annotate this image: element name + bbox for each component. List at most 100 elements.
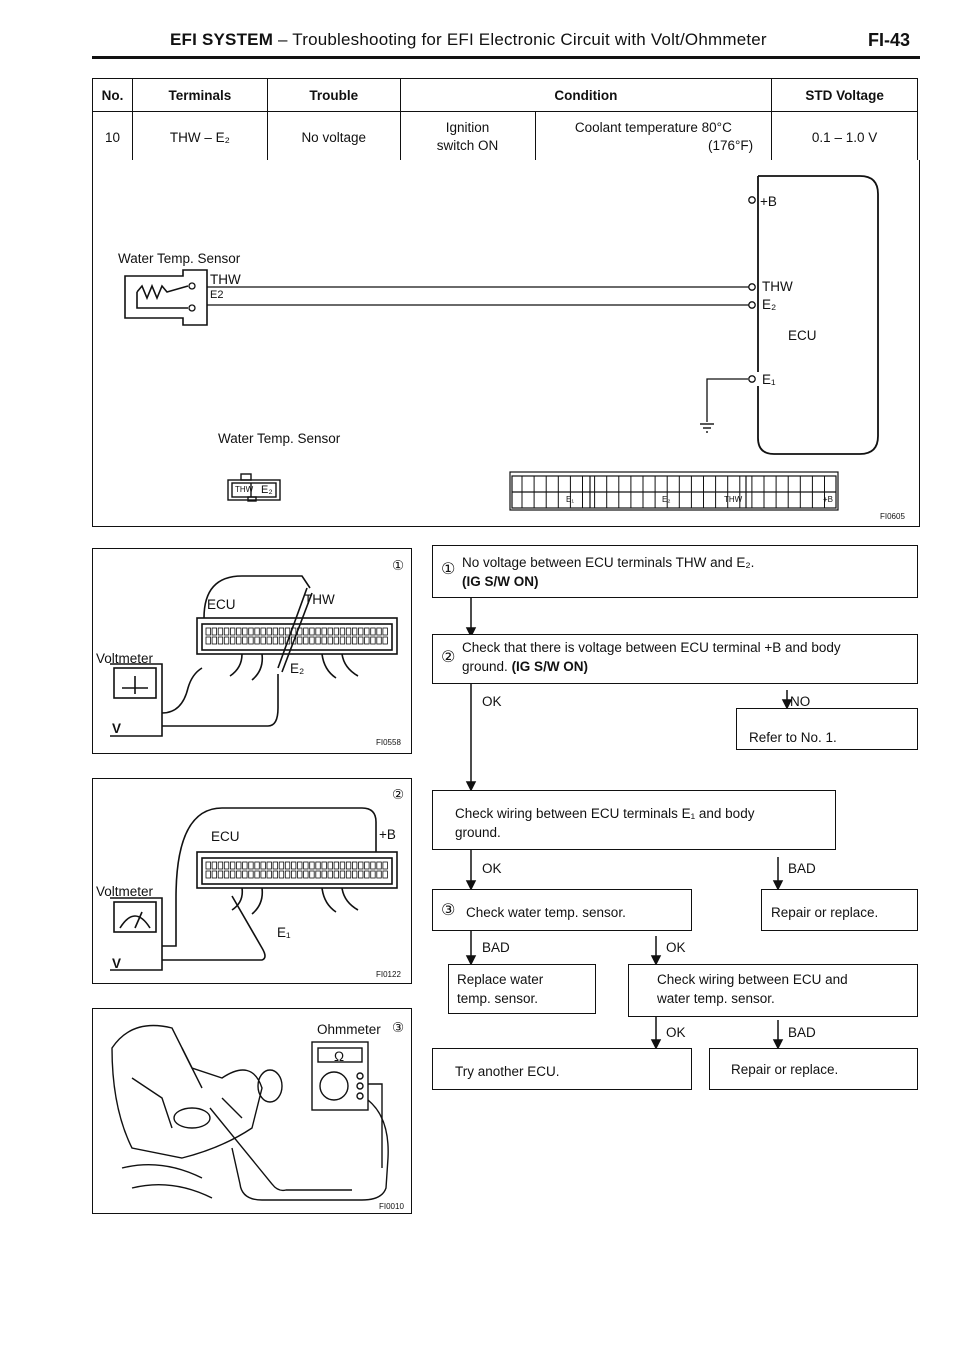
fig3-ohmmeter-label: Ohmmeter <box>317 1022 381 1037</box>
connector-pin <box>211 870 217 879</box>
connector-pin <box>236 861 242 870</box>
connector-pin <box>254 861 260 870</box>
ohmmeter-drawing <box>111 1024 389 1201</box>
connector-pin <box>321 870 327 879</box>
connector-pin <box>315 636 321 645</box>
wiring-e1-line2: ground. <box>455 825 501 840</box>
connector-pin <box>358 636 364 645</box>
repair2-text: Repair or replace. <box>731 1062 839 1077</box>
connector-pin <box>223 861 230 870</box>
bad2-label: BAD <box>788 861 816 876</box>
connector-pin <box>284 627 291 636</box>
connector-pin <box>223 627 230 636</box>
repair1-box <box>761 889 918 931</box>
cell-trouble: No voltage <box>266 111 401 163</box>
sensor-label-bottom: Water Temp. Sensor <box>218 431 341 446</box>
connector-pin <box>303 861 309 870</box>
ground-wire <box>706 378 748 422</box>
ecu-e2-label: E₂ <box>762 297 777 312</box>
connector-pin <box>248 870 254 879</box>
connector-pin <box>382 861 388 870</box>
spec-table: No. Terminals Trouble Condition STD Volt… <box>92 78 918 163</box>
fig3-omega: Ω <box>334 1049 345 1064</box>
conn-left-e2: E₂ <box>261 484 273 496</box>
ecu-thw-label: THW <box>762 279 793 294</box>
connector-pin <box>370 870 376 879</box>
connector-pin <box>333 627 340 636</box>
connector-pin <box>315 627 321 636</box>
connector-pin <box>229 861 236 870</box>
connector-pin <box>339 870 346 879</box>
fig1-voltmeter-label: Voltmeter <box>96 651 154 666</box>
connector-pin <box>376 627 382 636</box>
fig1-v-label: V <box>112 721 122 736</box>
connector-pin <box>260 627 266 636</box>
step3-text: Check water temp. sensor. <box>466 905 626 920</box>
ecu-label: ECU <box>788 328 817 343</box>
connector-pin <box>205 861 211 870</box>
connector-pin <box>248 861 254 870</box>
connector-pin <box>236 636 242 645</box>
sensor-label: Water Temp. Sensor <box>118 251 241 266</box>
sensor-e2-label: E2 <box>210 289 224 301</box>
connector-pin <box>266 636 272 645</box>
connector-pin <box>278 636 285 645</box>
connector-pin <box>248 636 254 645</box>
connector-pin <box>278 861 285 870</box>
step1-line2: (IG S/W ON) <box>462 574 539 589</box>
connector-pin <box>382 627 388 636</box>
bad3-label: BAD <box>482 940 510 955</box>
connector-pin <box>309 636 315 645</box>
circuit-diagram-panel <box>92 160 920 527</box>
step2-line1: Check that there is voltage between ECU … <box>462 640 841 655</box>
ecu-b-label: +B <box>760 194 777 209</box>
cell-terminals: THW – E₂ <box>131 111 268 163</box>
fig3-code: FI0010 <box>379 1202 404 1211</box>
connector-pin <box>290 627 297 636</box>
connector-pin <box>351 636 358 645</box>
connector-pin <box>229 627 236 636</box>
connector-pin <box>272 870 279 879</box>
connector-pin <box>297 861 303 870</box>
connector-pin <box>260 636 266 645</box>
connector-pin <box>358 861 364 870</box>
connector-pin <box>254 870 260 879</box>
step2-box <box>432 634 918 684</box>
connector-pin <box>303 627 309 636</box>
table-row: 10 THW – E₂ No voltage Ignition switch O… <box>92 111 918 163</box>
replace-line2: temp. sensor. <box>457 991 539 1006</box>
refer-box <box>736 708 918 750</box>
table-header-row: No. Terminals Trouble Condition STD Volt… <box>92 78 918 112</box>
connector-pin <box>272 636 279 645</box>
fig1-code: FI0558 <box>376 738 401 747</box>
ignition-text: Ignition switch ON <box>436 120 499 153</box>
connector-pin <box>297 870 303 879</box>
connector-pin <box>278 627 285 636</box>
connector-pin <box>339 627 346 636</box>
connector-pin <box>242 861 248 870</box>
repair1-text: Repair or replace. <box>771 905 879 920</box>
voltmeter-b-drawing <box>110 807 398 971</box>
connector-pin <box>364 636 370 645</box>
fig2-b-label: +B <box>379 827 396 842</box>
wiring-e1-box <box>432 790 836 850</box>
connector-pin <box>345 870 352 879</box>
connector-pin <box>272 861 279 870</box>
try-ecu-box <box>432 1048 692 1090</box>
connector-pin <box>364 861 370 870</box>
cell-no: 10 <box>92 111 133 163</box>
sensor-connector-symbol <box>227 473 281 502</box>
try-ecu-text: Try another ECU. <box>455 1064 560 1079</box>
fig2-v-label: V <box>112 956 122 971</box>
connector-pin <box>327 627 333 636</box>
connector-pin <box>284 870 291 879</box>
step3-box <box>432 889 692 931</box>
sensor-thw-label: THW <box>210 272 241 287</box>
connector-pin <box>217 870 224 879</box>
voltmeter-thw-drawing <box>110 575 398 737</box>
connector-pin <box>333 870 340 879</box>
connector-pin <box>223 636 230 645</box>
connector-pin <box>205 627 211 636</box>
fig1-thw-label: THW <box>304 592 335 607</box>
fig2-voltmeter-label: Voltmeter <box>96 884 154 899</box>
